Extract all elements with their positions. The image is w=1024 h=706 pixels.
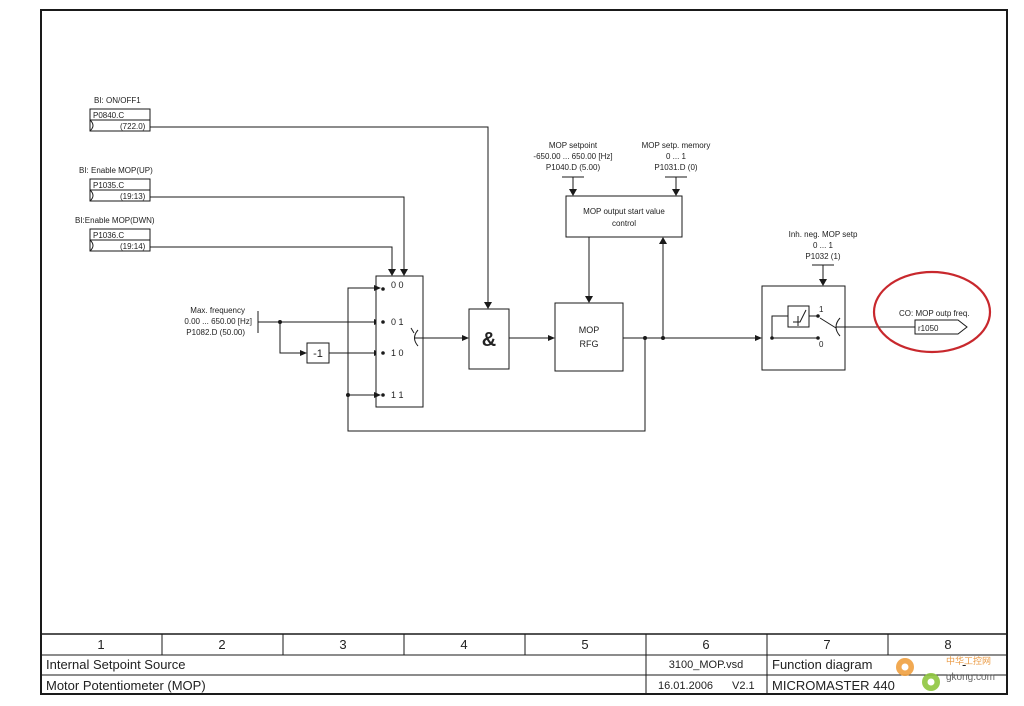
mop-setpoint-param-id: P1040.D (5.00) [546, 163, 601, 172]
column-number: 4 [460, 637, 467, 652]
rfg-line1: MOP [579, 325, 600, 335]
footer-version: V2.1 [732, 680, 755, 692]
max-frequency-param: Max. frequency 0.00 ... 650.00 [Hz] P108… [184, 306, 259, 337]
column-number: 1 [97, 637, 104, 652]
footer-title-line2: Motor Potentiometer (MOP) [46, 678, 206, 693]
rfg-line2: RFG [580, 339, 599, 349]
inh-neg-param-id: P1032 (1) [805, 252, 840, 261]
input-enable-mop-down: BI:Enable MOP(DWN) P1036.C (19:14) [75, 216, 155, 252]
input-param: P1036.C [93, 231, 124, 240]
and-gate: & [468, 308, 510, 370]
footer-title-line1: Internal Setpoint Source [46, 657, 185, 672]
column-number: 8 [944, 637, 951, 652]
input-value: (19:14) [120, 242, 146, 251]
input-enable-mop-up: BI: Enable MOP(UP) P1035.C (19:13) [79, 166, 153, 202]
switch-label-one: 1 [819, 305, 824, 314]
highlight-ring [872, 270, 992, 354]
column-number: 2 [218, 637, 225, 652]
input-value: (19:13) [120, 192, 146, 201]
input-param: P1035.C [93, 181, 124, 190]
selector-state: 1 1 [391, 390, 404, 400]
input-param: P0840.C [93, 111, 124, 120]
selector-state: 0 1 [391, 317, 404, 327]
output-connector: r1050 CO: MOP outp freq. [845, 270, 992, 354]
selector-block: 0 0 0 1 1 0 1 1 [375, 275, 424, 408]
column-number: 5 [581, 637, 588, 652]
column-number: 3 [339, 637, 346, 652]
mop-memory-label: MOP setp. memory [642, 141, 711, 150]
input-wires [150, 126, 492, 309]
diagram-frame [40, 9, 1008, 695]
start-value-control-block: MOP output start value control [565, 195, 683, 238]
start-to-rfg-wire [585, 237, 593, 303]
feedback-loop [346, 285, 646, 432]
max-frequency-range: 0.00 ... 650.00 [Hz] [184, 317, 252, 326]
switch-label-zero: 0 [819, 340, 824, 349]
start-value-line1: MOP output start value [583, 207, 665, 216]
mop-setpoint-range: -650.00 ... 650.00 [Hz] [533, 152, 612, 161]
footer-type: Function diagram [772, 657, 872, 672]
selector-state: 0 0 [391, 280, 404, 290]
inh-neg-label: Inh. neg. MOP setp [789, 230, 858, 239]
max-frequency-param-id: P1082.D (50.00) [186, 328, 245, 337]
footer-date: 16.01.2006 [658, 680, 713, 692]
selector-state: 1 0 [391, 348, 404, 358]
mop-setpoint-label: MOP setpoint [549, 141, 598, 150]
mop-memory-param: MOP setp. memory 0 ... 1 P1031.D (0) [642, 141, 711, 196]
input-value: (722.0) [120, 122, 146, 131]
negate-block: -1 [306, 342, 330, 364]
footer-sheet: - [962, 657, 966, 672]
input-label: BI: Enable MOP(UP) [79, 166, 153, 175]
and-label: & [482, 329, 496, 351]
footer-file-name: 3100_MOP.vsd [669, 659, 743, 671]
inhibit-switch-block: 1 0 [761, 285, 846, 371]
input-label: BI:Enable MOP(DWN) [75, 216, 155, 225]
footer-title-block: 1 2 3 4 5 6 7 8 Internal Setpoint Source… [41, 633, 1007, 694]
rfg-output-wire [623, 237, 762, 341]
input-label: BI: ON/OFF1 [94, 96, 141, 105]
input-on-off1: BI: ON/OFF1 P0840.C (722.0) [89, 96, 151, 132]
inh-neg-range: 0 ... 1 [813, 241, 834, 250]
max-frequency-label: Max. frequency [190, 306, 245, 315]
and-to-rfg-wire [509, 335, 555, 341]
column-number: 6 [702, 637, 709, 652]
start-value-line2: control [612, 219, 636, 228]
output-label: CO: MOP outp freq. [899, 309, 970, 318]
negate-label: -1 [313, 348, 323, 360]
mop-rfg-block: MOP RFG [554, 302, 624, 372]
output-param: r1050 [918, 324, 939, 333]
column-number: 7 [823, 637, 830, 652]
watermark-text-en: gkong.com [946, 672, 995, 683]
mop-memory-param-id: P1031.D (0) [654, 163, 697, 172]
mop-setpoint-param: MOP setpoint -650.00 ... 650.00 [Hz] P10… [533, 141, 613, 196]
watermark-text-cn: 中华工控网 [946, 655, 991, 666]
mop-memory-range: 0 ... 1 [666, 152, 687, 161]
watermark-logo: 中华工控网 gkong.com [896, 655, 995, 691]
inhibit-negative-param: Inh. neg. MOP setp 0 ... 1 P1032 (1) [789, 230, 858, 286]
selector-to-and-wire [423, 335, 469, 341]
footer-product: MICROMASTER 440 [772, 678, 895, 693]
